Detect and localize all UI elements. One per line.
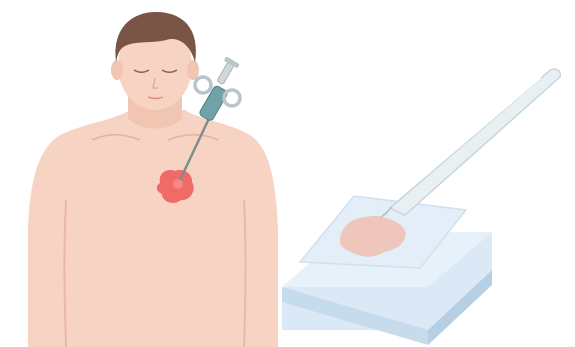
patient-figure (28, 12, 278, 347)
slide-station (282, 69, 560, 345)
needle-ring-right (224, 90, 240, 106)
needle-ring-left (195, 77, 211, 93)
pipette-shine (420, 78, 540, 180)
needle-plunger (217, 62, 234, 85)
ear-right (187, 60, 199, 80)
ear-left (111, 60, 123, 80)
pipette-icon (390, 69, 560, 215)
tumor-highlight (173, 179, 183, 189)
